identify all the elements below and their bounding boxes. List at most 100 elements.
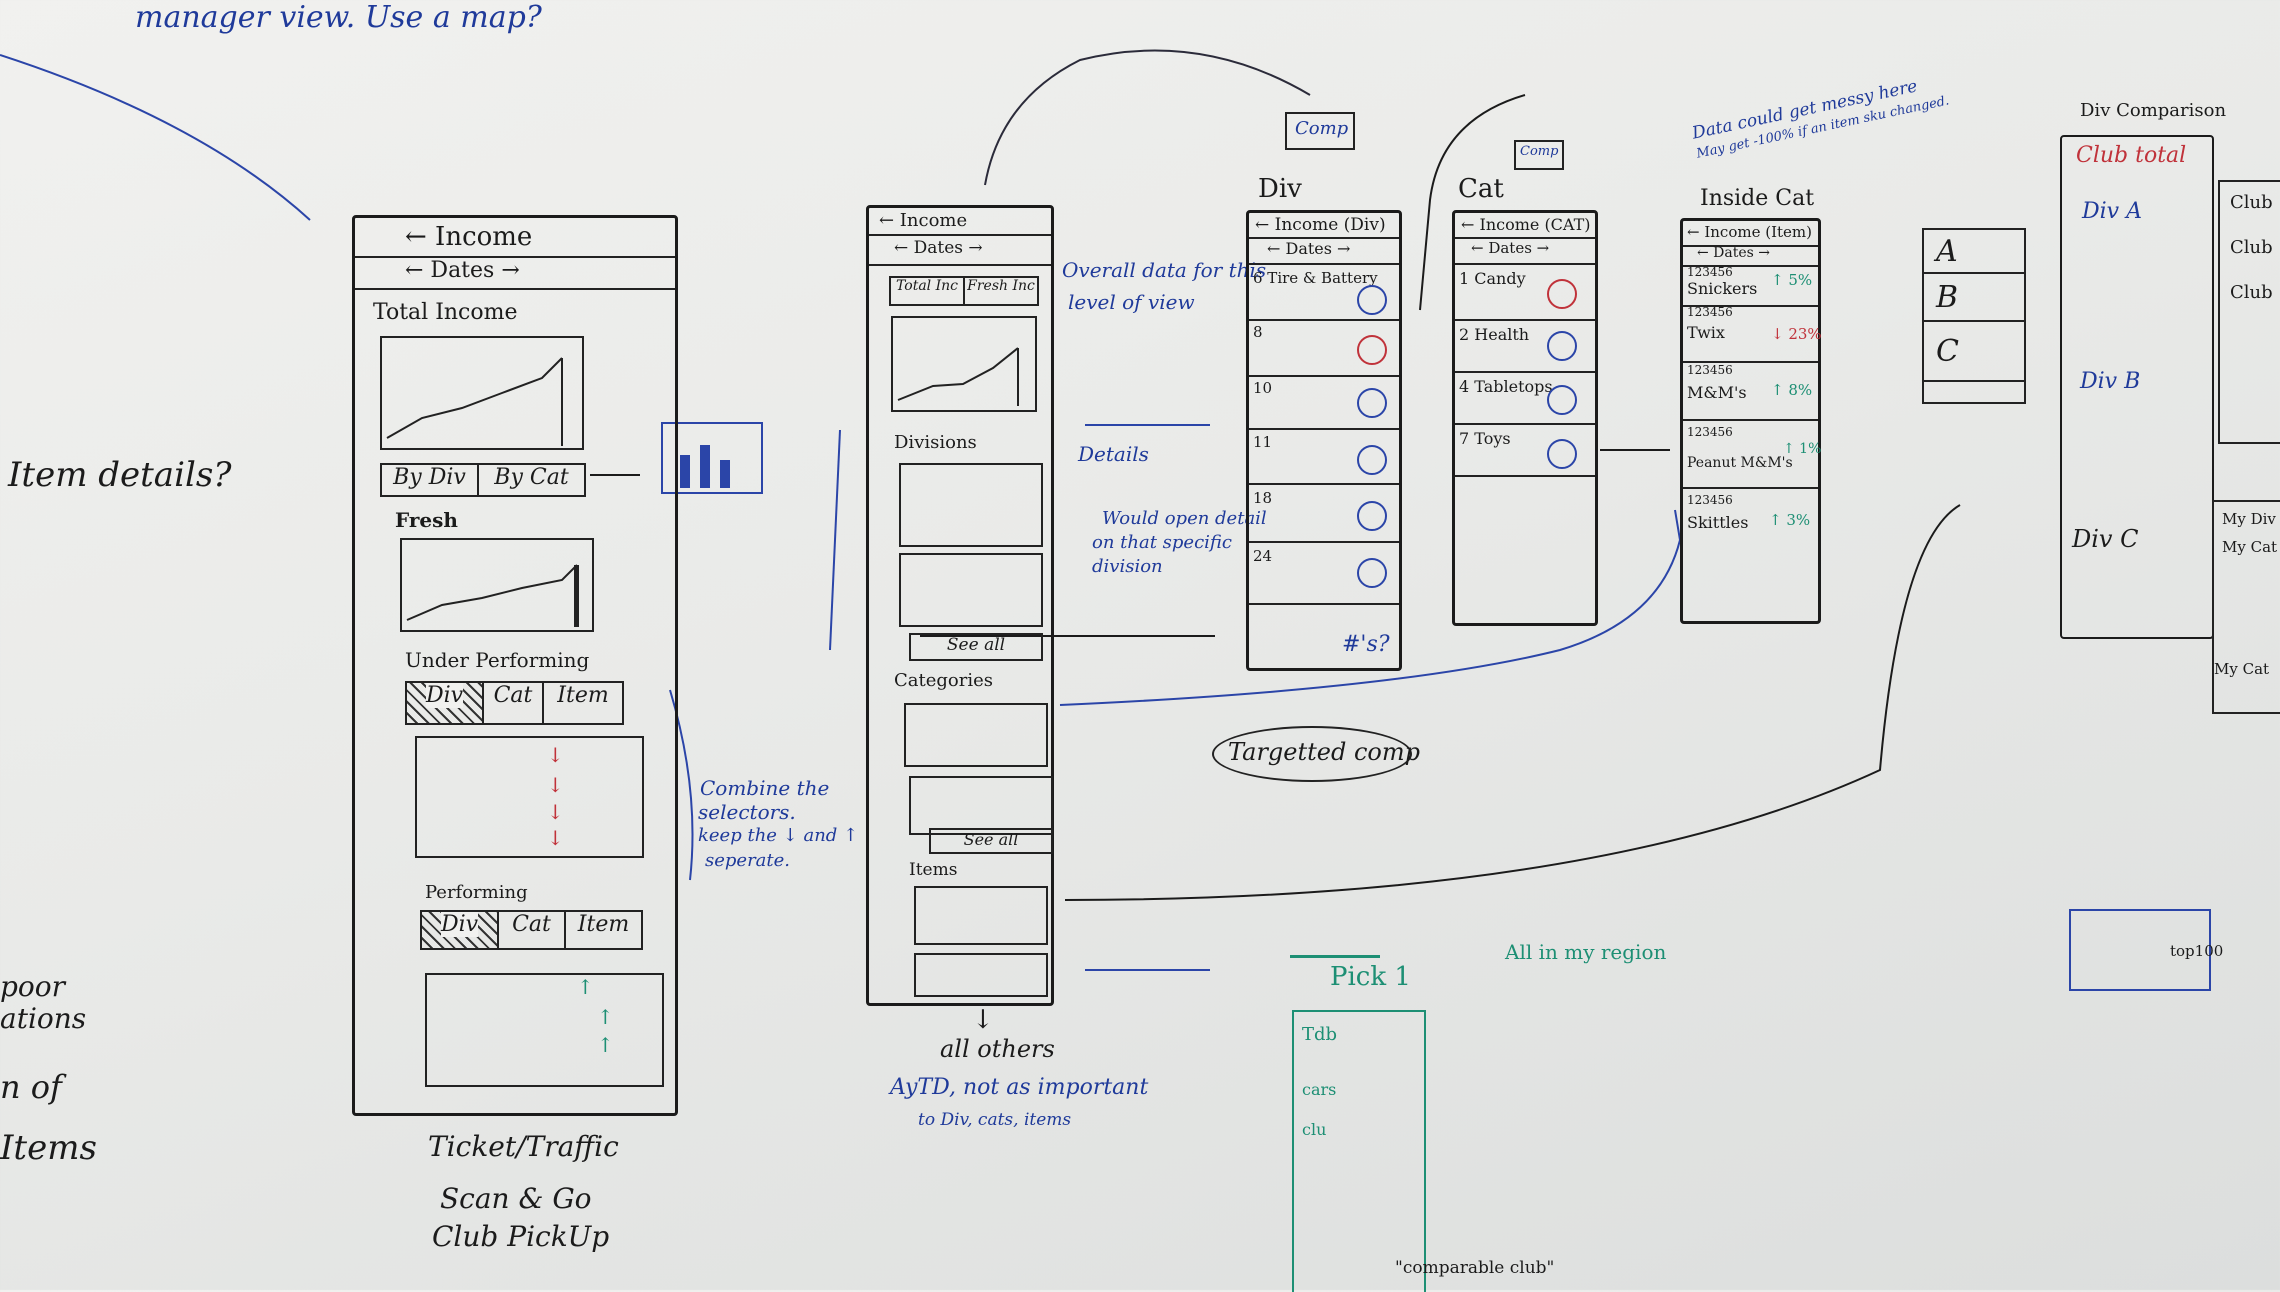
div-row-1[interactable]: 6 Tire & Battery (1253, 269, 1378, 287)
under-performing-list: ↓ ↓ ↓ ↓ (415, 736, 644, 858)
abc-item-c[interactable]: C (1936, 334, 1959, 369)
screen1-title: ← Income (405, 222, 533, 252)
inside-cat-dates: ← Dates → (1697, 245, 1771, 261)
club-list-edge: Club Club Club (2218, 180, 2280, 444)
inside-cat-title: ← Income (Item) (1687, 223, 1812, 241)
would-open-note-3: division (1092, 556, 1163, 577)
my-div-list-edge: My Div My Cat My Cat (2212, 500, 2280, 714)
items-down-list (914, 886, 1048, 945)
would-open-note-2: on that specific (1092, 532, 1233, 553)
categories-up-list (909, 776, 1053, 835)
categories-down-list (904, 703, 1048, 767)
fresh-label: Fresh (395, 508, 458, 532)
total-income-graph (380, 336, 584, 450)
item-code: 123456 (1687, 305, 1733, 319)
combine-note-4: seperate. (705, 850, 791, 871)
abc-item-b[interactable]: B (1936, 280, 1959, 315)
left-note-n-of: n of (0, 1068, 62, 1106)
income-screen-sketch: ← Income ← Dates → Total Income By Div B… (352, 215, 678, 1116)
div-comparison-label: Div Comparison (2080, 100, 2227, 121)
footer-ticket: Ticket/Traffic (428, 1130, 619, 1163)
categories-see-all[interactable]: See all (929, 828, 1053, 854)
combine-note-3: keep the ↓ and ↑ (698, 825, 859, 846)
divisions-label: Divisions (894, 432, 977, 453)
cat-row-1[interactable]: 1 Candy (1459, 269, 1526, 288)
item-name-peanut-mms[interactable]: Peanut M&M's (1687, 455, 1793, 471)
down-arrow: ↓ (547, 743, 564, 767)
down-arrow: ↓ (547, 826, 564, 850)
cat-screen-sketch: ← Income (CAT) ← Dates → 1 Candy 2 Healt… (1452, 210, 1598, 626)
nums-note: #'s? (1342, 632, 1390, 657)
aytd-note: AyTD, not as important (890, 1075, 1149, 1100)
fresh-graph (400, 538, 594, 632)
left-note-ations: ations (0, 1002, 87, 1035)
all-others-label: all others (940, 1035, 1055, 1063)
div-screen-title: ← Income (Div) (1255, 215, 1386, 235)
item-name-skittles[interactable]: Skittles (1687, 513, 1749, 532)
comp-box: Comp (1285, 112, 1355, 150)
performing-list: ↑ ↑ ↑ (425, 973, 664, 1087)
perf-tab-item[interactable]: Item (564, 910, 643, 950)
cat-row-3[interactable]: 4 Tabletops (1459, 377, 1553, 396)
item-pct: ↑ 1% (1783, 441, 1822, 457)
perf-tab-div[interactable]: Div (420, 910, 499, 950)
div-row-5[interactable]: 18 (1253, 489, 1273, 507)
under-tab-div[interactable]: Div (405, 681, 484, 725)
left-note-poor: poor (0, 970, 66, 1003)
tab-by-div[interactable]: By Div (380, 463, 479, 497)
div-row-4[interactable]: 11 (1253, 433, 1273, 451)
details-note: Details (1078, 442, 1149, 466)
abc-item-a[interactable]: A (1936, 234, 1958, 269)
div-row-3[interactable]: 10 (1253, 379, 1273, 397)
footer-scan-go: Scan & Go (440, 1182, 592, 1215)
tab-fresh-inc[interactable]: Fresh Inc (963, 276, 1039, 306)
under-performing-label: Under Performing (405, 648, 590, 672)
divisions-down-list (899, 463, 1043, 547)
div-screen-label: Div (1258, 174, 1302, 204)
down-arrow: ↓ (547, 773, 564, 797)
div-screen-dates: ← Dates → (1267, 239, 1351, 258)
up-arrow: ↑ (577, 975, 594, 999)
pick1-label: Pick 1 (1330, 962, 1411, 992)
item-name-snickers[interactable]: Snickers (1687, 279, 1758, 298)
divisions-see-all[interactable]: See all (909, 633, 1043, 661)
cat-screen-title: ← Income (CAT) (1461, 215, 1591, 234)
down-arrow-icon: ↓ (972, 1005, 994, 1035)
cat-screen-label: Cat (1458, 174, 1504, 204)
top-note: manager view. Use a map? (135, 0, 542, 35)
cat-row-2[interactable]: 2 Health (1459, 325, 1530, 344)
up-arrow: ↑ (597, 1033, 614, 1057)
inside-cat-label: Inside Cat (1700, 186, 1815, 211)
item-pct: ↑ 5% (1771, 271, 1813, 289)
item-pct: ↑ 8% (1771, 381, 1813, 399)
aytd-note-2: to Div, cats, items (918, 1110, 1072, 1130)
targeted-comp-oval: Targetted comp (1212, 726, 1420, 782)
categories-label: Categories (894, 670, 993, 691)
item-name-mms[interactable]: M&M's (1687, 383, 1747, 402)
inside-cat-screen-sketch: ← Income (Item) ← Dates → 123456 Snicker… (1680, 218, 1822, 624)
div-row-6[interactable]: 24 (1253, 547, 1273, 565)
item-name-twix[interactable]: Twix (1687, 323, 1725, 342)
overall-note-2: level of view (1068, 290, 1195, 314)
club-total-label: Club total (2076, 143, 2187, 168)
item-pct: ↓ 23% (1771, 325, 1822, 343)
items-label: Items (909, 860, 958, 880)
div-row-2[interactable]: 8 (1253, 323, 1263, 341)
screen2-graph (891, 316, 1037, 412)
under-tab-item[interactable]: Item (542, 681, 624, 725)
under-tab-cat[interactable]: Cat (482, 681, 544, 725)
performing-label: Performing (425, 882, 528, 903)
total-income-label: Total Income (373, 300, 518, 325)
cat-row-4[interactable]: 7 Toys (1459, 429, 1511, 448)
cat-screen-dates: ← Dates → (1471, 239, 1550, 257)
tab-total-inc[interactable]: Total Inc (889, 276, 965, 306)
perf-tab-cat[interactable]: Cat (497, 910, 566, 950)
income-detail-screen-sketch: ← Income ← Dates → Total Inc Fresh Inc D… (866, 205, 1054, 1006)
tab-by-cat[interactable]: By Cat (477, 463, 586, 497)
overall-note: Overall data for this (1062, 258, 1267, 282)
div-c-label: Div C (2072, 525, 2139, 553)
screen2-dates: ← Dates → (894, 238, 983, 258)
left-note-items: Items (0, 1128, 97, 1168)
all-in-region-note: All in my region (1505, 940, 1667, 964)
